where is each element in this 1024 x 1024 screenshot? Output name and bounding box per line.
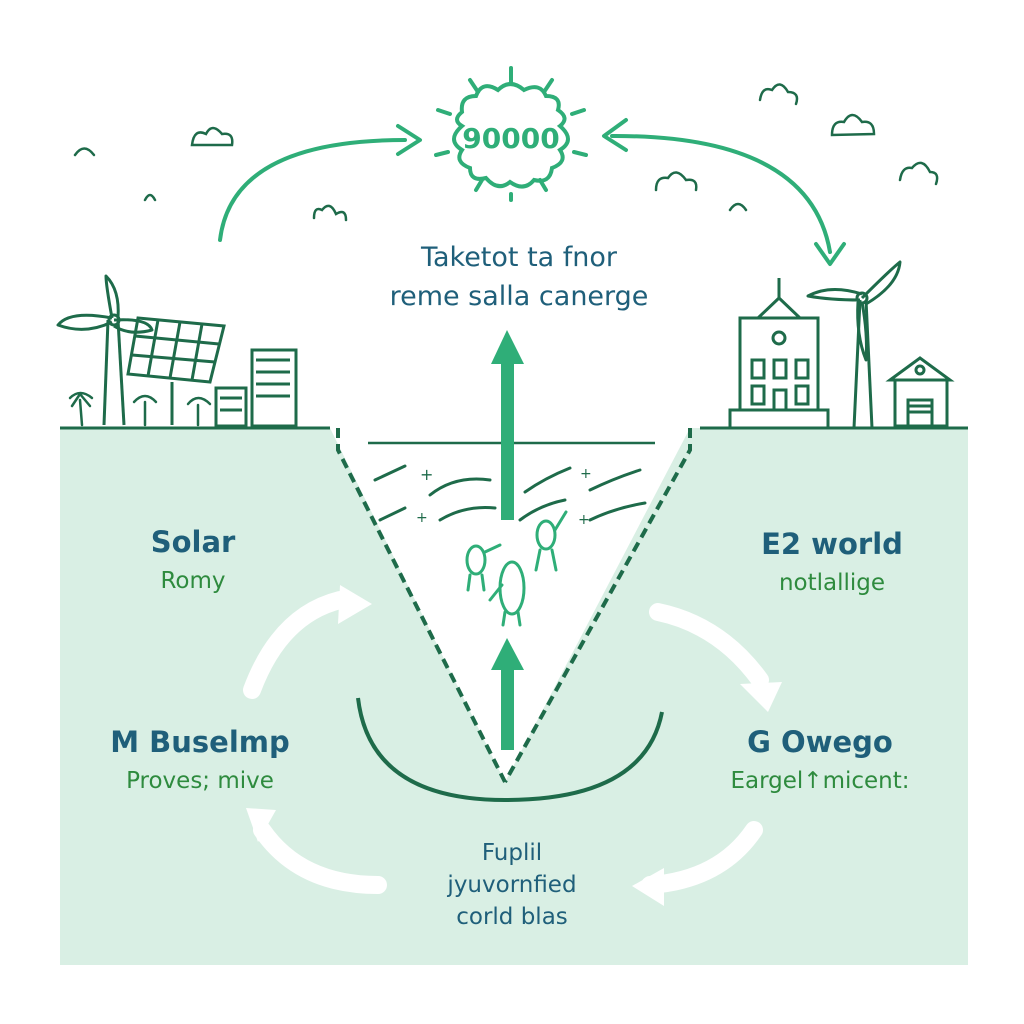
sun-icon bbox=[434, 66, 588, 202]
palm-trees bbox=[68, 391, 212, 427]
headline-line-1: Taketot ta fnor bbox=[420, 242, 618, 273]
arrow-shaft-lower bbox=[501, 668, 514, 750]
sun-value: 90000 bbox=[462, 122, 560, 155]
e2-world-title: E2 world bbox=[761, 527, 903, 561]
arrow-shaft-upper bbox=[501, 362, 514, 520]
sparkles: + + + + bbox=[416, 465, 592, 528]
svg-text:+: + bbox=[416, 510, 428, 526]
arrow-head-upper bbox=[491, 330, 524, 364]
wind-turbine-right bbox=[806, 260, 902, 429]
top-flow-arrows bbox=[218, 133, 832, 254]
bottom-note-line-3: corld blas bbox=[456, 904, 568, 930]
cloud-doodles bbox=[73, 83, 939, 222]
g-owego-subtitle: Eargel↑micent: bbox=[730, 768, 910, 794]
barn-building bbox=[885, 356, 955, 428]
top-flow-arrowheads bbox=[396, 118, 846, 266]
bottom-note-line-2: jyuvornfied bbox=[447, 872, 577, 898]
g-owego-title: G Owego bbox=[747, 725, 893, 759]
funnel-left-edge bbox=[336, 428, 507, 783]
headline-line-2: reme salla canerge bbox=[389, 281, 649, 312]
people-figures bbox=[465, 510, 568, 627]
cycle-arrows bbox=[243, 591, 769, 894]
wave-strokes bbox=[373, 464, 647, 522]
svg-text:+: + bbox=[420, 465, 433, 484]
svg-text:+: + bbox=[580, 466, 592, 482]
m-buselmp-title: M Buselmp bbox=[110, 725, 290, 759]
solar-title: Solar bbox=[150, 525, 236, 559]
bowl-arc bbox=[356, 697, 664, 803]
solar-subtitle: Romy bbox=[160, 568, 226, 594]
solar-panel-icon bbox=[126, 316, 226, 425]
cycle-arrowheads bbox=[246, 585, 782, 906]
wind-turbine-left bbox=[56, 274, 154, 426]
town-hall-building bbox=[728, 278, 830, 430]
bottom-note-line-1: Fuplil bbox=[481, 840, 543, 866]
funnel-right-edge bbox=[503, 428, 692, 783]
svg-text:+: + bbox=[578, 512, 590, 528]
ground-panel bbox=[60, 428, 968, 965]
arrow-head-lower bbox=[491, 638, 524, 670]
m-buselmp-subtitle: Proves; mive bbox=[126, 768, 274, 794]
e2-world-subtitle: notlаllige bbox=[778, 570, 886, 596]
buildings-left bbox=[214, 348, 298, 428]
